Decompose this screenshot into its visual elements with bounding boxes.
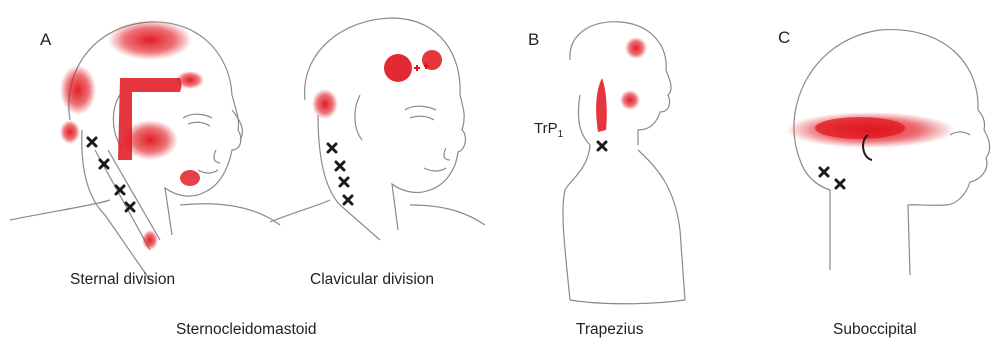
- suboccipital-illustration: [760, 0, 1007, 348]
- head-clavicular-division: [270, 18, 485, 240]
- sternocleidomastoid-illustration: [0, 0, 500, 348]
- panel-title-suboccipital: Suboccipital: [833, 321, 917, 339]
- trigger-point-x-icon: [340, 178, 348, 186]
- trigger-point-x-icon: [836, 180, 844, 188]
- pain-zones-clavicular: [312, 50, 442, 119]
- pain-zone-suboccipital: [785, 112, 955, 148]
- trapezius-illustration: [510, 0, 760, 348]
- panel-trapezius: B TrP1 Trapezius: [510, 0, 760, 348]
- suboccipital-head-outline: [794, 30, 990, 275]
- panel-title-sternocleidomastoid: Sternocleidomastoid: [176, 321, 316, 339]
- pain-zones-trapezius: [596, 37, 647, 132]
- trapezius-figure-outline: [563, 22, 685, 304]
- trigger-point-x-icon: [598, 142, 606, 150]
- trigger-points-suboccipital: [820, 168, 844, 188]
- trigger-point-x-icon: [88, 138, 96, 146]
- trigger-point-x-icon: [820, 168, 828, 176]
- trigger-point-x-icon: [126, 203, 134, 211]
- caption-clavicular-division: Clavicular division: [310, 271, 434, 289]
- trigger-point-x-icon: [336, 162, 344, 170]
- trigger-point-trapezius: [598, 142, 606, 150]
- trigger-point-x-icon: [328, 144, 336, 152]
- trigger-points-clavicular: [328, 144, 352, 204]
- panel-sternocleidomastoid: A Sternal division Clavicular division S…: [0, 0, 500, 348]
- trigger-point-x-icon: [344, 196, 352, 204]
- panel-suboccipital: C Suboccipital: [760, 0, 1007, 348]
- caption-sternal-division: Sternal division: [70, 271, 175, 289]
- trigger-point-label: TrP1: [534, 120, 563, 140]
- panel-letter-a: A: [40, 30, 51, 50]
- panel-title-trapezius: Trapezius: [576, 321, 643, 339]
- panel-letter-c: C: [778, 28, 790, 48]
- panel-letter-b: B: [528, 30, 539, 50]
